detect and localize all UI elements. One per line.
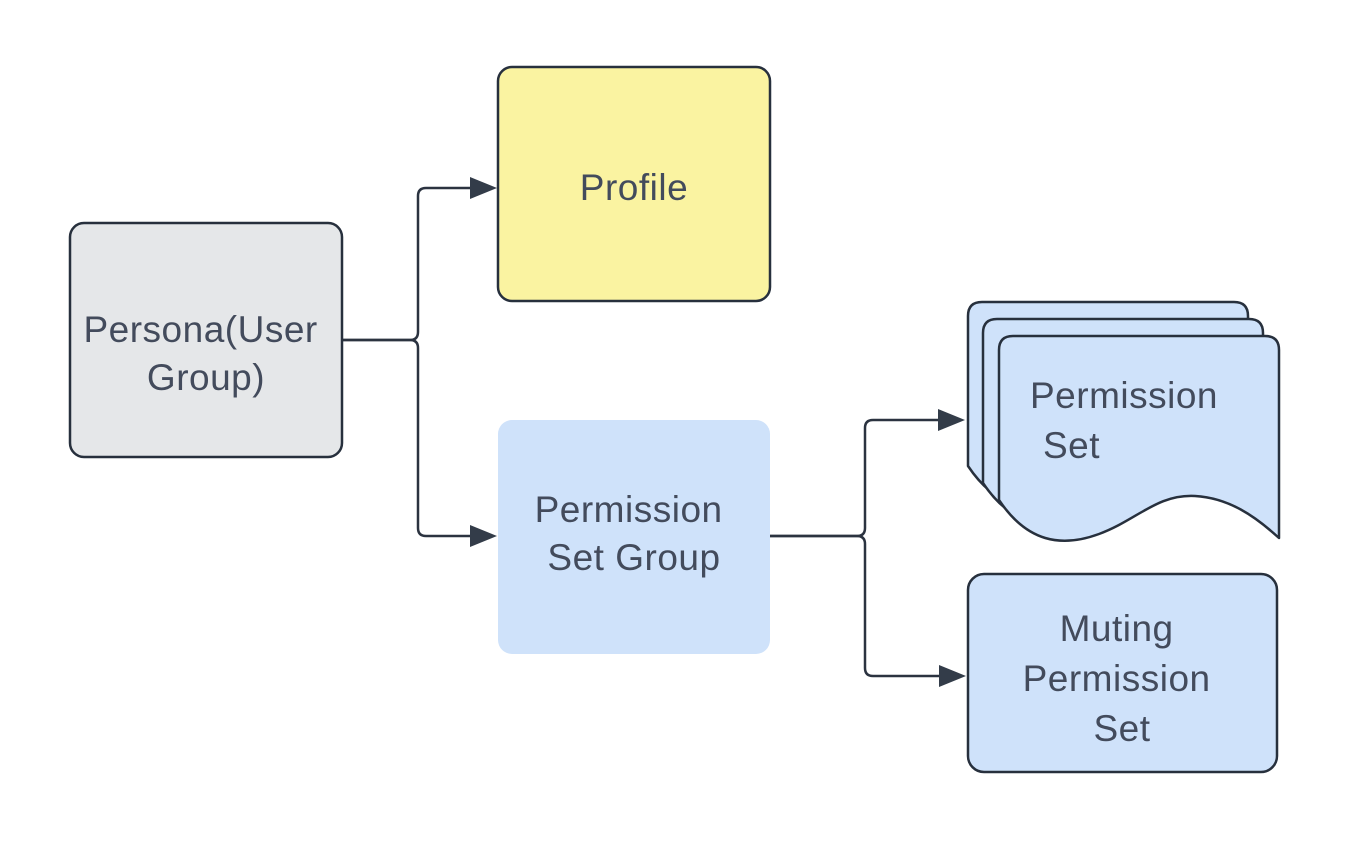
node-profile: Profile	[496, 65, 772, 303]
persona-box	[68, 221, 344, 459]
edge-psg-to-permission-set	[770, 418, 939, 538]
profile-label: Profile	[580, 167, 688, 208]
profile-box	[496, 65, 772, 303]
muting-permission-set-box	[966, 572, 1279, 774]
edge-persona-to-profile	[342, 186, 471, 342]
edges	[342, 177, 966, 687]
arrowhead-profile	[470, 177, 497, 199]
persona-label: Persona(User Group)	[83, 309, 328, 398]
permission-set-group-label: Permission Set Group	[535, 489, 734, 578]
edge-psg-to-muting-permission-set	[770, 534, 940, 678]
permission-set-doc-front	[997, 334, 1281, 542]
node-muting-permission-set: Muting Permission Set	[966, 572, 1279, 774]
permission-set-label: Permission Set	[1030, 375, 1229, 466]
node-persona: Persona(User Group)	[68, 221, 344, 459]
muting-permission-set-label: Muting Permission Set	[1023, 608, 1222, 749]
permission-set-group-box	[498, 420, 770, 654]
arrowhead-muting-permission-set	[939, 665, 966, 687]
arrowhead-permission-set	[938, 409, 965, 431]
node-permission-set-group: Permission Set Group	[498, 420, 770, 654]
edge-persona-to-permission-set-group	[342, 338, 471, 538]
node-permission-set: Permission Set	[966, 300, 1281, 542]
arrowhead-permission-set-group	[470, 525, 497, 547]
